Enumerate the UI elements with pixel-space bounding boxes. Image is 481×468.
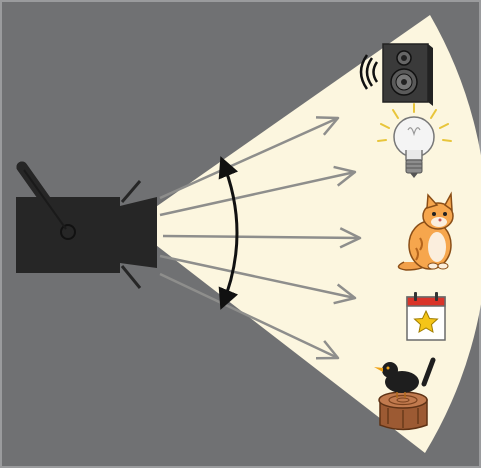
projector-lens [120,197,157,268]
handle-pivot [61,225,75,239]
calendar-star-icon [407,292,445,340]
